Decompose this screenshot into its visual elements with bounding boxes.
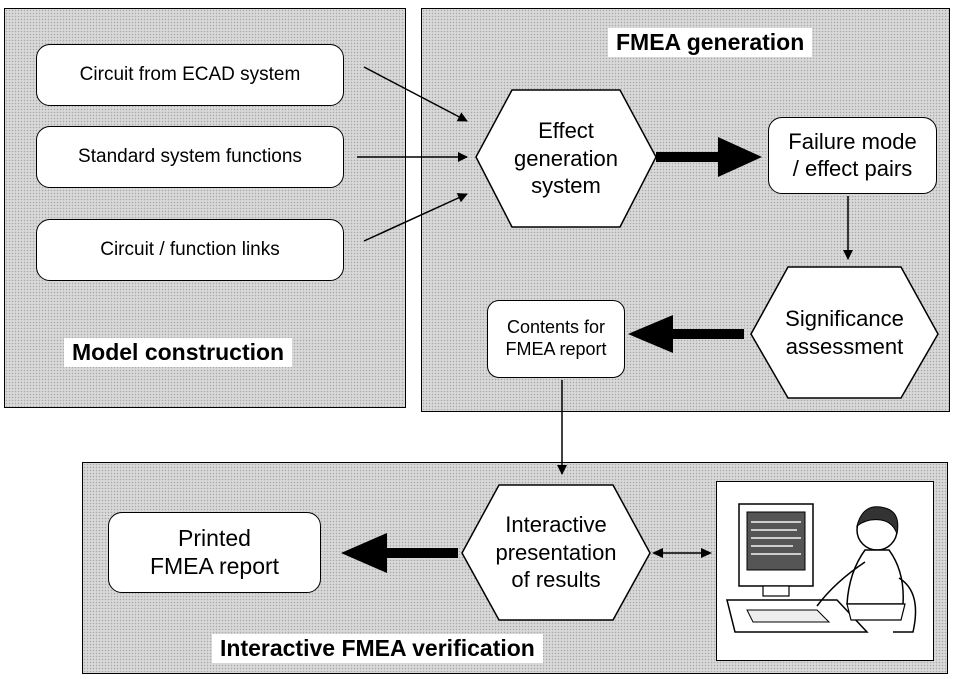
user-at-computer-drawing xyxy=(726,503,917,633)
interactive-presentation-hexagon xyxy=(461,484,651,621)
arrow-presentation-user-bidirectional xyxy=(652,548,712,558)
input-circuit-from-ecad: Circuit from ECAD system xyxy=(36,44,344,106)
input-circuit-function-links-label: Circuit / function links xyxy=(100,238,280,260)
interactive-presentation-label: Interactive presentation of results xyxy=(495,512,617,593)
fmea-generation-title: FMEA generation xyxy=(608,28,813,57)
contents-fmea-report-label: Contents for FMEA report xyxy=(505,317,607,359)
arrow-effect-to-failure-pairs xyxy=(656,137,762,177)
arrow-presentation-to-printed xyxy=(341,533,458,573)
effect-generation-hexagon xyxy=(475,89,657,228)
arrow-significance-to-contents xyxy=(628,315,744,353)
input-circuit-from-ecad-label: Circuit from ECAD system xyxy=(79,63,301,85)
failure-mode-effect-pairs-box: Failure mode / effect pairs xyxy=(768,117,937,194)
printed-fmea-report-box: Printed FMEA report xyxy=(108,512,321,593)
user-at-computer-illustration xyxy=(716,481,934,661)
failure-mode-effect-pairs-label: Failure mode / effect pairs xyxy=(788,129,917,181)
arrow-links-to-effect xyxy=(363,193,468,242)
significance-hexagon xyxy=(750,266,939,399)
significance-label: Significance assessment xyxy=(785,306,904,359)
interactive-verification-title: Interactive FMEA verification xyxy=(212,634,543,663)
input-standard-system-functions-label: Standard system functions xyxy=(78,145,302,167)
contents-fmea-report-box: Contents for FMEA report xyxy=(487,300,625,378)
model-construction-title: Model construction xyxy=(64,338,293,367)
input-standard-system-functions: Standard system functions xyxy=(36,126,344,188)
arrow-ecad-to-effect xyxy=(363,66,468,122)
printed-fmea-report-label: Printed FMEA report xyxy=(149,524,280,579)
input-circuit-function-links: Circuit / function links xyxy=(36,219,344,281)
effect-generation-label: Effect generation system xyxy=(514,118,618,199)
